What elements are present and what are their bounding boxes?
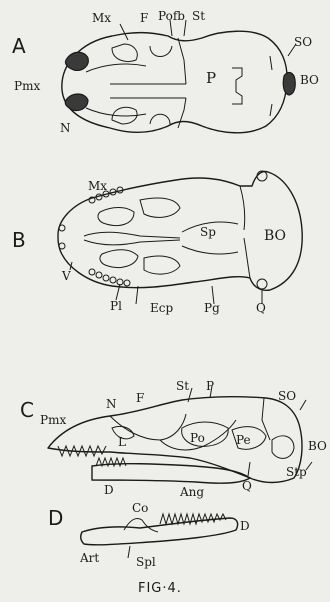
label-c-st: St — [176, 380, 189, 392]
panel-letter-b: B — [12, 230, 26, 250]
label-a-p: P — [206, 72, 216, 84]
label-a-mx: Mx — [92, 12, 111, 24]
label-c-d: D — [104, 484, 114, 496]
label-b-sp: Sp — [200, 226, 216, 238]
label-c-q: Q — [242, 480, 252, 492]
panel-letter-d: D — [48, 508, 63, 528]
label-b-mx: Mx — [88, 180, 107, 192]
label-c-pmx: Pmx — [40, 414, 66, 426]
label-c-bo: BO — [308, 440, 327, 452]
panel-letter-a: A — [12, 36, 26, 56]
label-a-so: SO — [294, 36, 312, 48]
label-d-spl: Spl — [136, 556, 156, 568]
label-c-po: Po — [190, 432, 205, 444]
label-d-art: Art — [80, 552, 99, 564]
label-c-so: SO — [278, 390, 296, 402]
label-a-bo: BO — [300, 74, 319, 86]
label-c-l: L — [118, 436, 126, 448]
label-a-st: St — [192, 10, 205, 22]
label-a-pofb: Pofb — [158, 10, 185, 22]
label-c-f: F — [136, 392, 144, 404]
label-c-p: P — [206, 380, 214, 392]
label-c-stp: Stp — [286, 466, 307, 478]
label-b-pl: Pl — [110, 300, 122, 312]
label-b-v: V — [62, 270, 71, 282]
label-a-f: F — [140, 12, 148, 24]
figure-caption: FIG·4. — [138, 582, 182, 595]
label-b-bo: BO — [264, 230, 286, 242]
lower-jaw — [81, 514, 238, 558]
label-a-n: N — [60, 122, 71, 134]
label-b-ecp: Ecp — [150, 302, 173, 314]
label-c-n: N — [106, 398, 117, 410]
label-b-q: Q — [256, 302, 266, 314]
label-d-d: D — [240, 520, 250, 532]
label-a-pmx: Pmx — [14, 80, 40, 92]
label-b-pg: Pg — [204, 302, 220, 314]
skull-lateral-view — [48, 386, 312, 483]
label-d-co: Co — [132, 502, 148, 514]
label-c-ang: Ang — [180, 486, 204, 498]
label-c-pe: Pe — [236, 434, 251, 446]
skull-dorsal-view — [62, 20, 296, 133]
panel-letter-c: C — [20, 400, 34, 420]
